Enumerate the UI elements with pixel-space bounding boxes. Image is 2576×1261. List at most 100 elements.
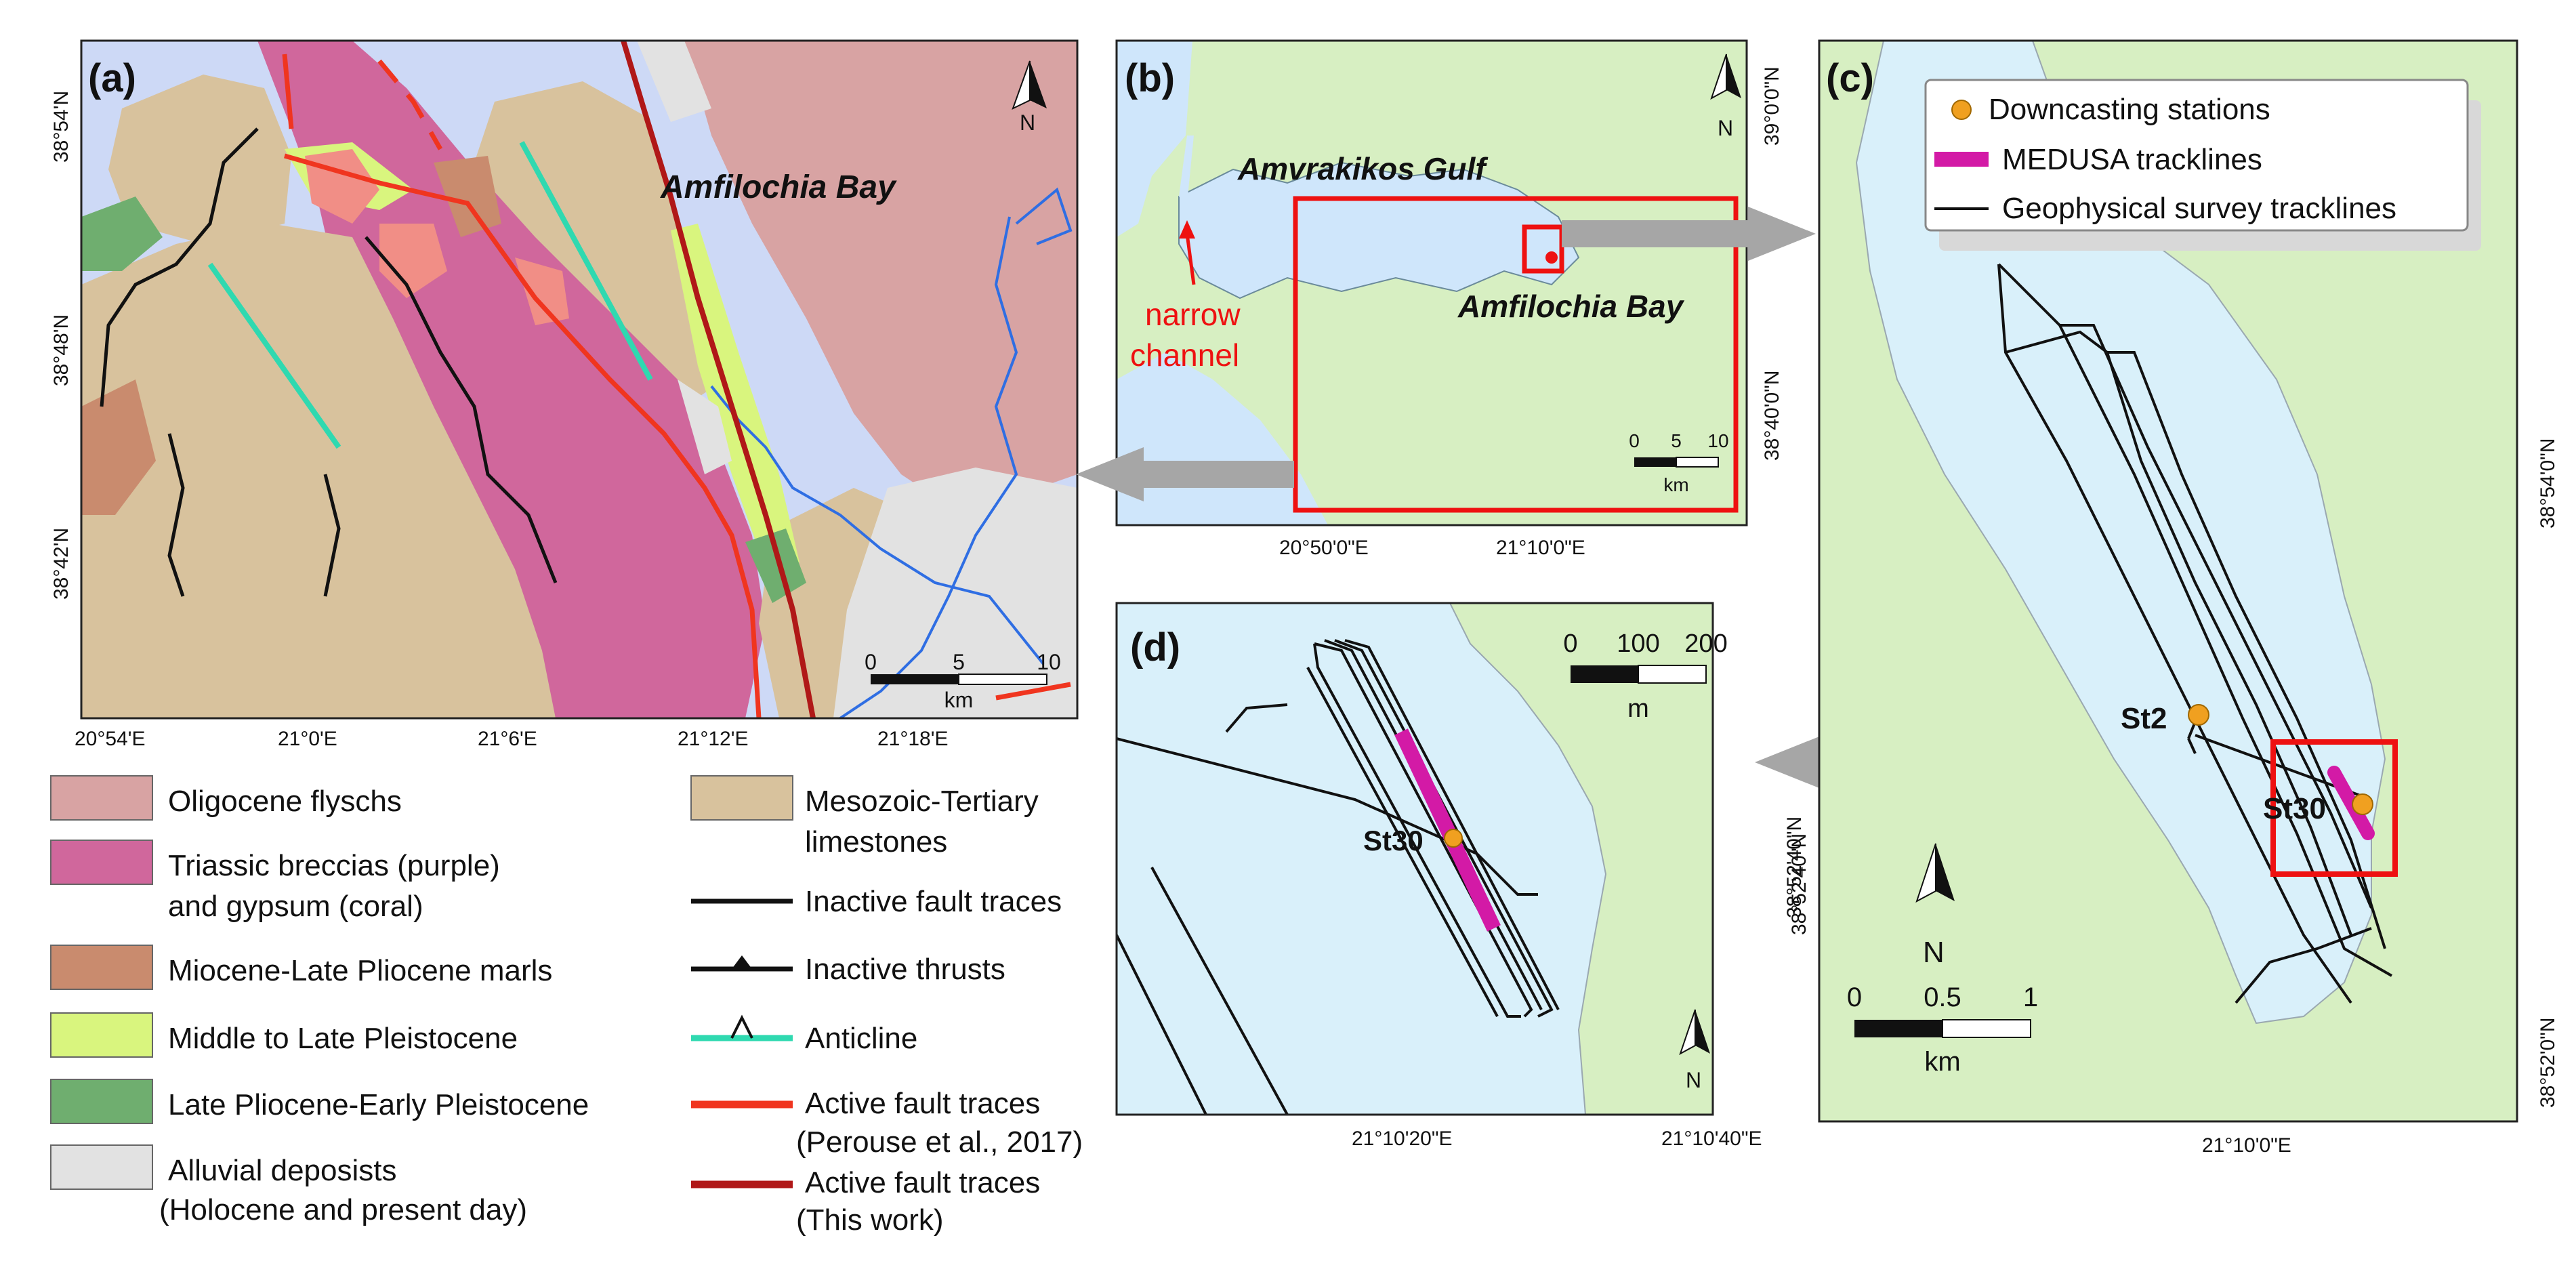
legend-label-active-perouse-2: (Perouse et al., 2017) (796, 1125, 1083, 1159)
station-st30-marker-c (2352, 793, 2373, 815)
station-st2-label: St2 (2121, 702, 2167, 735)
unit-alluvial-c (678, 379, 732, 474)
scale-c-tick-0: 0 (1847, 983, 1862, 1012)
north-arrow-a: N (1012, 60, 1047, 135)
legend-label-marls: Miocene-Late Pliocene marls (168, 954, 552, 987)
legend-label-pliocene: Late Pliocene-Early Pleistocene (168, 1088, 589, 1121)
scale-bar-c: 0 0.5 1 km (1847, 983, 2038, 1077)
north-arrow-b: N (1710, 54, 1741, 140)
legend-label-active-this-work-2: (This work) (796, 1203, 944, 1237)
lat-tick-b-0: 39°0'0"N (1761, 66, 1783, 146)
scale-bar-a: 0 5 10 km (865, 650, 1061, 712)
legend-c-geophysical-label: Geophysical survey tracklines (2002, 192, 2396, 225)
unit-flysch-east (684, 41, 1077, 515)
legend-swatch-pleistocene (50, 1012, 153, 1058)
panel-d-letter: (d) (1130, 625, 1180, 669)
lat-tick-c-0: 38°54'0"N (2537, 438, 2559, 529)
unit-gypsum-c (515, 257, 569, 325)
panel-d: (d) St30 N 0 100 200 m 21°10'20"E 21°10'… (1115, 602, 1810, 1150)
legend-swatch-marls (50, 945, 153, 990)
legend-swatch-flysch (50, 775, 153, 821)
inactive-fault-trace-c (167, 433, 185, 597)
channel-label: channel (1130, 337, 1239, 373)
unit-gypsum-b (379, 224, 447, 298)
legend-c-station-symbol (1951, 100, 1972, 120)
lat-tick-b-1: 38°40'0"N (1761, 371, 1783, 461)
panel-a-letter: (a) (88, 56, 136, 100)
panel-c-zoom-box (2270, 739, 2398, 877)
north-label-a: N (1020, 110, 1035, 135)
legend-swatch-triassic (50, 840, 153, 885)
legend-c-stations-label: Downcasting stations (1989, 93, 2270, 126)
inactive-fault-trace-d (323, 474, 341, 597)
station-st30-label-c: St30 (2263, 792, 2326, 825)
panel-b-map (1117, 41, 1747, 525)
scale-d-tick-2: 200 (1684, 629, 1727, 658)
scale-c-tick-2: 1 (2023, 983, 2038, 1012)
panel-b-bay-box (1522, 224, 1564, 274)
scale-a-tick-0: 0 (865, 650, 877, 674)
active-fault-north-a (282, 54, 294, 129)
scale-b-tick-1: 5 (1671, 430, 1682, 451)
panel-a-frame (80, 39, 1079, 720)
unit-limestone-north (108, 75, 291, 244)
legend-label-anticline: Anticline (805, 1022, 917, 1055)
scale-a-tick-1: 5 (953, 650, 965, 674)
inactive-fault-trace-b (365, 236, 558, 583)
legend-label-active-this-work: Active fault traces (805, 1166, 1040, 1199)
panel-d-map (1117, 603, 1713, 1115)
legend-label-triassic-2: and gypsum (coral) (168, 890, 423, 923)
lat-tick-a-0: 38°54'N (50, 91, 72, 163)
scale-bar-d: 0 100 200 m (1563, 629, 1727, 723)
legend-swatch-pliocene (50, 1079, 153, 1124)
lon-tick-a-1: 21°0'E (278, 728, 337, 750)
unit-limestone-west (81, 224, 556, 718)
unit-pliocene-a (81, 197, 163, 271)
lat-tick-d-0: 38°52'40"N (1788, 833, 1810, 935)
amfilochia-bay-label-b: Amfilochia Bay (1457, 289, 1685, 324)
lon-tick-d-1: 21°10'40"E (1661, 1128, 1762, 1150)
legend-right-column: Mesozoic-Tertiary limestones Inactive fa… (690, 775, 1083, 1237)
arrow-b-to-c (1562, 207, 1816, 261)
panel-d-land (1449, 603, 1713, 1115)
river-a (710, 385, 1045, 665)
active-fault-perouse-north (377, 59, 443, 150)
lon-tick-c-0: 21°10'0"E (2202, 1134, 2291, 1157)
legend-anticline-mark (730, 1014, 753, 1039)
channel-arrow-shaft (1185, 233, 1196, 285)
scale-b-unit: km (1663, 474, 1688, 495)
legend-c-medusa-label: MEDUSA tracklines (2002, 143, 2262, 176)
north-label-c: N (1923, 936, 1945, 969)
north-arrow-d: N (1679, 1009, 1710, 1092)
lon-tick-d-0: 21°10'20"E (1352, 1128, 1453, 1150)
lat-tick-a-2: 38°42'N (50, 528, 72, 600)
panel-c: (c) St2 St30 Downcasting stations MED (1783, 39, 2559, 1157)
legend-left-column: Oligocene flyschs Triassic breccias (pur… (50, 775, 589, 1226)
anticline-a (207, 262, 341, 449)
lat-tick-a-1: 38°48'N (50, 314, 72, 386)
legend-label-thrust: Inactive thrusts (805, 953, 1005, 986)
scale-b-tick-0: 0 (1629, 430, 1640, 451)
geophysical-tracklines-d (1117, 639, 1560, 1115)
lon-tick-a-4: 21°18'E (877, 728, 948, 750)
legend-thrust-tooth (732, 955, 752, 969)
scale-a-tick-2: 10 (1037, 650, 1061, 674)
amvrakikos-gulf-label: Amvrakikos Gulf (1237, 151, 1489, 186)
scale-a-unit: km (944, 688, 974, 712)
inactive-fault-trace-a (100, 127, 259, 407)
scale-bar-b: 0 5 10 km (1629, 430, 1728, 495)
unit-marls-a (81, 379, 156, 515)
amfilochia-bay-label-a: Amfilochia Bay (660, 169, 897, 205)
legend-label-pleistocene: Middle to Late Pleistocene (168, 1022, 518, 1055)
legend-label-alluvial-2: (Holocene and present day) (159, 1193, 527, 1226)
panel-a-map (81, 41, 1077, 718)
channel-arrow-head (1179, 220, 1195, 239)
medusa-trackline-c (2327, 766, 2375, 840)
unit-triassic-breccias (257, 41, 766, 718)
legend-label-alluvial: Alluvial deposists (168, 1154, 397, 1187)
unit-alluvial-b (637, 41, 711, 122)
legend-label-limestone: Mesozoic-Tertiary (805, 785, 1039, 818)
active-fault-south-east (995, 682, 1071, 701)
arrow-b-to-a (1076, 447, 1294, 501)
scale-d-tick-0: 0 (1563, 629, 1577, 658)
